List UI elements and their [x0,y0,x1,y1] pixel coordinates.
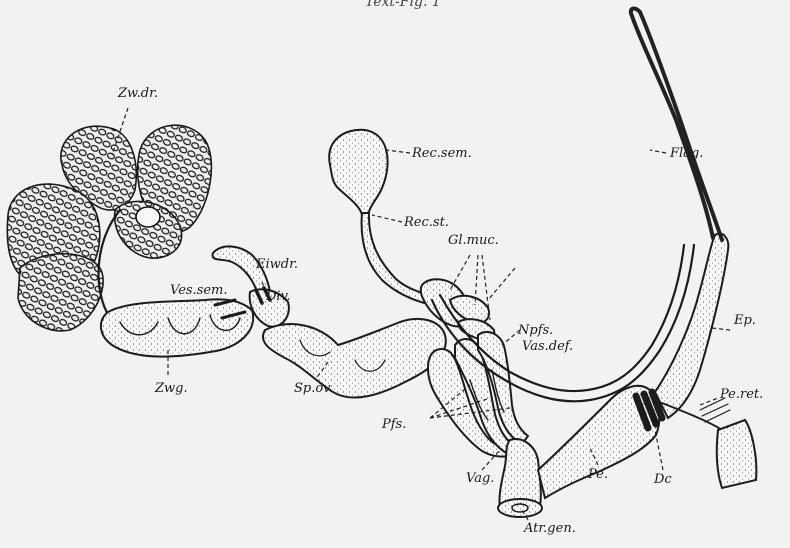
atrium-opening [498,499,542,517]
label-eiwdr: Eiwdr. [255,257,298,272]
label-gl-muc: Gl.muc. [448,233,499,248]
label-rec-sem: Rec.sem. [411,146,472,161]
label-vag: Vag. [466,471,494,486]
label-ep: Ep. [733,313,756,328]
figure-title: Text-Fig. 1 [365,0,441,10]
label-pe-ret: Pe.ret. [719,387,763,402]
label-vas-def: Vas.def. [522,339,573,354]
penis-complex [538,9,756,498]
spermoviduct [263,319,446,398]
label-pe: Pe. [587,467,608,482]
label-zwg: Zwg. [154,381,188,396]
gland-center [136,207,160,227]
label-zw-dr: Zw.dr. [117,86,158,101]
label-rec-st: Rec.st. [403,215,449,230]
label-npfs: Npfs. [517,323,553,338]
label-pfs: Pfs. [381,417,406,432]
label-dc: Dc [653,472,672,487]
dart-sacs [428,332,528,457]
label-flag: Flag. [669,146,703,161]
label-sp-ov: Sp.ov. [294,381,333,396]
label-div: Div. [265,289,291,304]
gland-lobe-lower [18,254,103,331]
label-ves-sem: Ves.sem. [170,283,228,298]
label-atr-gen: Atr.gen. [523,521,576,536]
